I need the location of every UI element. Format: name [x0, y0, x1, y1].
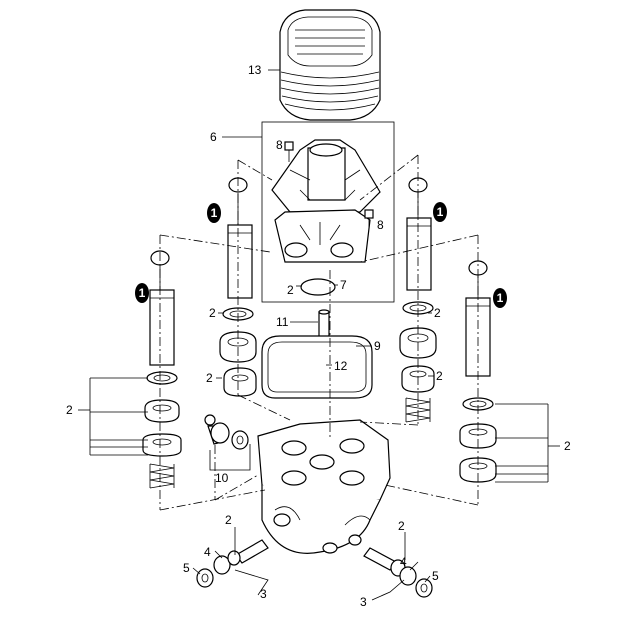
callout-2-right-stack-a: 2 [434, 306, 441, 320]
callout-4-left: 4 [204, 545, 211, 559]
svg-text:1: 1 [437, 205, 444, 219]
callout-11: 11 [276, 315, 289, 329]
callout-9: 9 [374, 339, 381, 353]
badge-1-right-inner: 1 [433, 202, 447, 222]
bottom-right-fitting [363, 547, 433, 598]
callout-4-right: 4 [400, 555, 407, 569]
leader-lines [78, 69, 560, 601]
callout-5-left: 5 [183, 561, 190, 575]
svg-text:1: 1 [139, 286, 146, 300]
callout-2-left-group: 2 [66, 403, 73, 417]
callout-12: 12 [334, 359, 348, 373]
callout-2-bottom-left: 2 [225, 513, 232, 527]
plunger-right-inner [406, 177, 432, 291]
badge-1-left-outer: 1 [135, 283, 149, 303]
callout-3-right: 3 [360, 595, 367, 609]
callout-10: 10 [215, 471, 229, 485]
callout-8-right: 8 [377, 218, 384, 232]
base-housing [257, 419, 391, 554]
housing-gasket [261, 335, 373, 399]
callout-2-left-stack-a: 2 [209, 306, 216, 320]
center-lines [159, 154, 479, 511]
callout-7: 7 [340, 278, 347, 292]
callout-2-bottom-right: 2 [398, 519, 405, 533]
callout-5-right: 5 [432, 569, 439, 583]
callout-2-right-group: 2 [564, 439, 571, 453]
left-shaft-parts [204, 414, 249, 450]
callout-2-right-stack-b: 2 [436, 369, 443, 383]
svg-text:1: 1 [497, 291, 504, 305]
plunger-left-inner [227, 177, 253, 299]
callout-13: 13 [248, 63, 262, 77]
svg-text:1: 1 [211, 206, 218, 220]
callout-8-top: 8 [276, 138, 283, 152]
rubber-boot [279, 9, 381, 121]
upper-housing-assembly [261, 121, 395, 303]
callout-2-seal: 2 [287, 283, 294, 297]
left-outer-stack [142, 371, 182, 489]
badge-1-left-inner: 1 [207, 203, 221, 223]
bottom-left-fitting [196, 539, 269, 588]
callout-3-left: 3 [260, 587, 267, 601]
plunger-left-outer [149, 250, 175, 366]
callout-6: 6 [210, 130, 217, 144]
callout-2-left-stack-b: 2 [206, 371, 213, 385]
badge-1-right-outer: 1 [493, 288, 507, 308]
